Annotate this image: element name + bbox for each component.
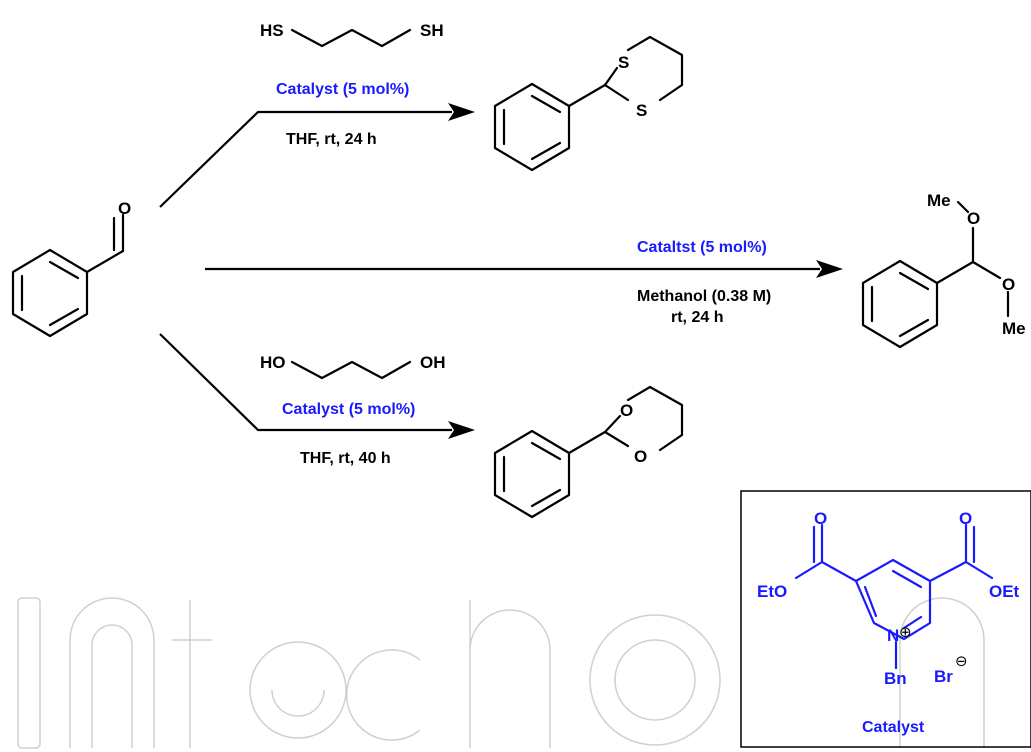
aldehyde-oxygen: O bbox=[118, 199, 131, 218]
catalyst-eto: EtO bbox=[757, 582, 787, 601]
reaction-1: HS SH Catalyst (5 mol%) THF, rt, 24 h bbox=[159, 21, 475, 208]
reagent-3-right: OH bbox=[420, 353, 446, 372]
reagent-3-left: HO bbox=[260, 353, 286, 372]
watermark bbox=[17, 597, 985, 749]
catalyst-oet: OEt bbox=[989, 582, 1020, 601]
dithiane-s2: S bbox=[636, 101, 647, 120]
reagent-1-left: HS bbox=[260, 21, 284, 40]
dithiane-product: S S bbox=[493, 35, 684, 172]
benzaldehyde: O bbox=[11, 199, 131, 338]
reaction-3: HO OH Catalyst (5 mol%) THF, rt, 40 h bbox=[159, 333, 475, 467]
catalyst-o-right: O bbox=[959, 509, 972, 528]
dioxane-o1: O bbox=[620, 401, 633, 420]
acetal-me2: Me bbox=[1002, 319, 1026, 338]
catalyst-br: Br bbox=[934, 667, 953, 686]
reaction-1-conditions: THF, rt, 24 h bbox=[286, 131, 377, 148]
reaction-2: Catalts­t (5 mol%) Methanol (0.38 M) rt,… bbox=[205, 239, 843, 326]
reaction-2-conditions-1: Methanol (0.38 M) bbox=[637, 288, 771, 305]
dithiane-s1: S bbox=[618, 53, 629, 72]
acetal-me1: Me bbox=[927, 191, 951, 210]
acetal-product: Me O O Me bbox=[861, 191, 1026, 349]
catalyst-nitrogen: N bbox=[887, 626, 899, 645]
minus-charge-icon: ⊖ bbox=[955, 652, 968, 670]
catalyst-o-left: O bbox=[814, 509, 827, 528]
dioxane-product: O O bbox=[493, 385, 684, 519]
plus-charge-icon: ⊕ bbox=[899, 623, 912, 641]
catalyst-box: O O EtO OEt N ⊕ Bn Br ⊖ Catalyst bbox=[740, 490, 1031, 748]
catalyst-bn: Bn bbox=[884, 669, 907, 688]
acetal-o1: O bbox=[967, 209, 980, 228]
catalyst-caption: Catalyst bbox=[862, 719, 925, 736]
reaction-3-conditions: THF, rt, 40 h bbox=[300, 450, 391, 467]
dioxane-o2: O bbox=[634, 447, 647, 466]
reaction-2-catalyst: Catalts­t (5 mol%) bbox=[637, 239, 767, 256]
reaction-1-catalyst: Catalyst (5 mol%) bbox=[276, 81, 409, 98]
reagent-1-right: SH bbox=[420, 21, 444, 40]
reaction-3-catalyst: Catalyst (5 mol%) bbox=[282, 401, 415, 418]
acetal-o2: O bbox=[1002, 275, 1015, 294]
reaction-2-conditions-2: rt, 24 h bbox=[671, 309, 723, 326]
